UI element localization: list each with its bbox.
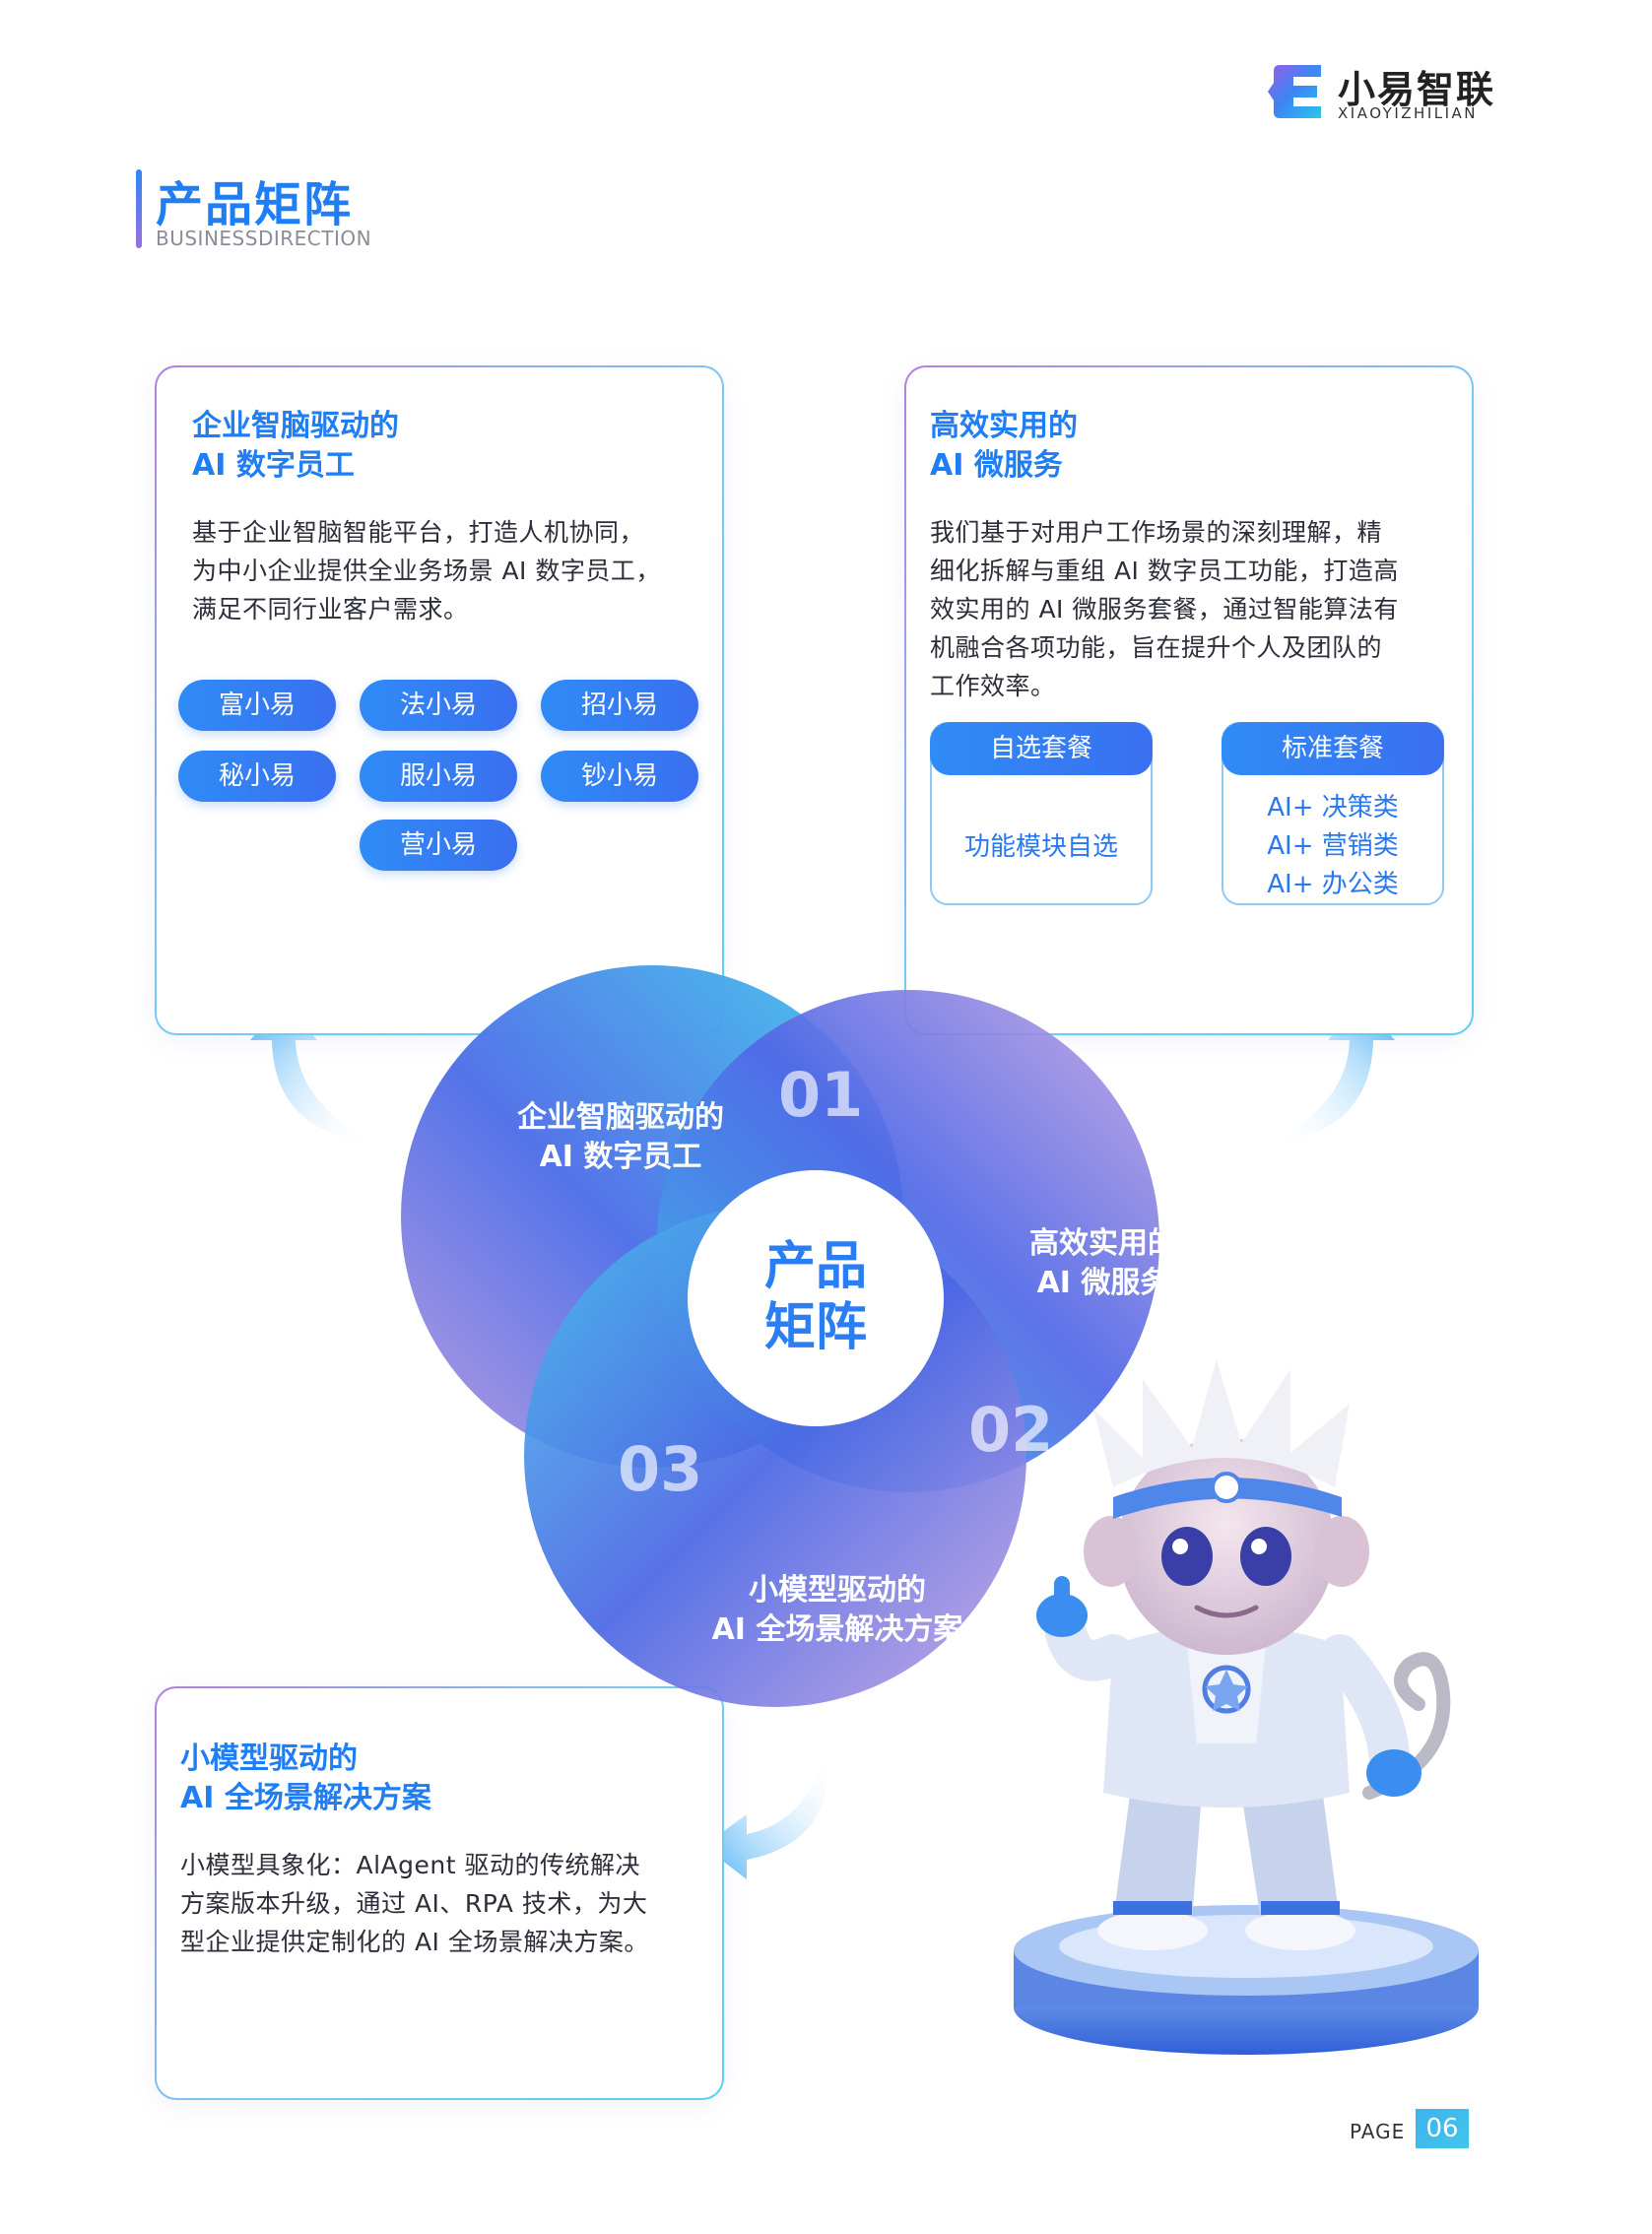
monkey-mascot-illustration: [1014, 1359, 1479, 2055]
card-desc-line: 基于企业智脑智能平台，打造人机协同，: [192, 518, 645, 547]
circle-label-03-line1: 小模型驱动的: [749, 1573, 926, 1608]
card-digital-staff: 企业智脑驱动的 AI 数字员工 基于企业智脑智能平台，打造人机协同， 为中小企业…: [155, 365, 724, 1035]
circle-number-01: 01: [778, 1059, 864, 1131]
card-desc-line: 我们基于对用户工作场景的深刻理解，精: [930, 518, 1383, 547]
card-title-line2: AI 微服务: [930, 448, 1063, 483]
circle-label-02-line1: 高效实用的: [1029, 1226, 1177, 1261]
brand-name-cn: 小易智联: [1338, 68, 1496, 111]
package-custom-line: 功能模块自选: [963, 832, 1118, 862]
center-title-line2: 矩阵: [763, 1298, 867, 1357]
card-title-line1: 小模型驱动的: [180, 1741, 358, 1776]
card-desc-line: 细化拆解与重组 AI 数字员工功能，打造高: [930, 557, 1399, 585]
circle-label-03-line2: AI 全场景解决方案: [711, 1612, 963, 1647]
pill-ying-xiaoyi[interactable]: 营小易: [360, 820, 517, 871]
pill-chao-xiaoyi[interactable]: 钞小易: [541, 751, 698, 802]
page-number: 06: [1416, 2109, 1469, 2148]
e-letter-logo-icon: [1268, 65, 1321, 118]
card-title-line2: AI 全场景解决方案: [180, 1781, 431, 1815]
package-standard-title: 标准套餐: [1222, 722, 1444, 775]
center-circle: [688, 1170, 944, 1426]
product-matrix-diagram: [401, 965, 1159, 1707]
pill-fa-xiaoyi[interactable]: 法小易: [360, 680, 517, 731]
card-title-line2: AI 数字员工: [192, 448, 355, 483]
package-standard[interactable]: 标准套餐 AI+ 决策类 AI+ 营销类 AI+ 办公类: [1222, 722, 1444, 905]
page-label: PAGE: [1350, 2120, 1406, 2143]
pill-zhao-xiaoyi[interactable]: 招小易: [541, 680, 698, 731]
pill-mi-xiaoyi[interactable]: 秘小易: [178, 751, 336, 802]
circle-number-02: 02: [968, 1394, 1054, 1466]
card-desc-line: 型企业提供定制化的 AI 全场景解决方案。: [180, 1928, 649, 1956]
heading-accent-bar: [136, 169, 142, 248]
card-desc-line: 方案版本升级，通过 AI、RPA 技术，为大: [180, 1889, 648, 1918]
card-title-line1: 高效实用的: [930, 409, 1078, 443]
circle-label-01-line2: AI 数字员工: [539, 1140, 702, 1174]
card-full-scene: 小模型驱动的 AI 全场景解决方案 小模型具象化：AlAgent 驱动的传统解决…: [155, 1686, 724, 2100]
curved-arrow-down-left-icon: [703, 1747, 828, 1879]
card-desc-line: 为中小企业提供全业务场景 AI 数字员工，: [192, 557, 661, 585]
card-desc-line: 效实用的 AI 微服务套餐，通过智能算法有: [930, 595, 1399, 624]
pill-fu2-xiaoyi[interactable]: 服小易: [360, 751, 517, 802]
card-desc-line: 小模型具象化：AlAgent 驱动的传统解决: [180, 1851, 640, 1879]
brand-name-en: XIAOYIZHILIAN: [1338, 104, 1479, 122]
package-standard-line: AI+ 营销类: [1267, 831, 1399, 861]
package-custom-title: 自选套餐: [930, 722, 1153, 775]
card-desc-line: 工作效率。: [930, 672, 1056, 700]
curved-arrow-up-left-icon: [250, 1001, 374, 1143]
card-title-line1: 企业智脑驱动的: [192, 409, 399, 443]
center-title-line1: 产品: [763, 1237, 867, 1296]
circle-label-01-line1: 企业智脑驱动的: [517, 1100, 724, 1135]
page-title: 产品矩阵: [156, 177, 354, 232]
package-standard-line: AI+ 办公类: [1267, 870, 1399, 899]
package-custom[interactable]: 自选套餐 功能模块自选: [930, 722, 1153, 905]
card-desc-line: 机融合各项功能，旨在提升个人及团队的: [930, 633, 1383, 662]
card-desc-line: 满足不同行业客户需求。: [192, 595, 469, 624]
curved-arrow-up-right-icon: [1271, 1001, 1395, 1143]
package-standard-line: AI+ 决策类: [1267, 793, 1399, 822]
card-micro-service: 高效实用的 AI 微服务 我们基于对用户工作场景的深刻理解，精 细化拆解与重组 …: [904, 365, 1474, 1035]
circle-number-03: 03: [618, 1433, 703, 1505]
pill-fu-xiaoyi[interactable]: 富小易: [178, 680, 336, 731]
circle-label-02-line2: AI 微服务: [1036, 1266, 1170, 1300]
page-subtitle: BUSINESSDIRECTION: [156, 227, 372, 250]
